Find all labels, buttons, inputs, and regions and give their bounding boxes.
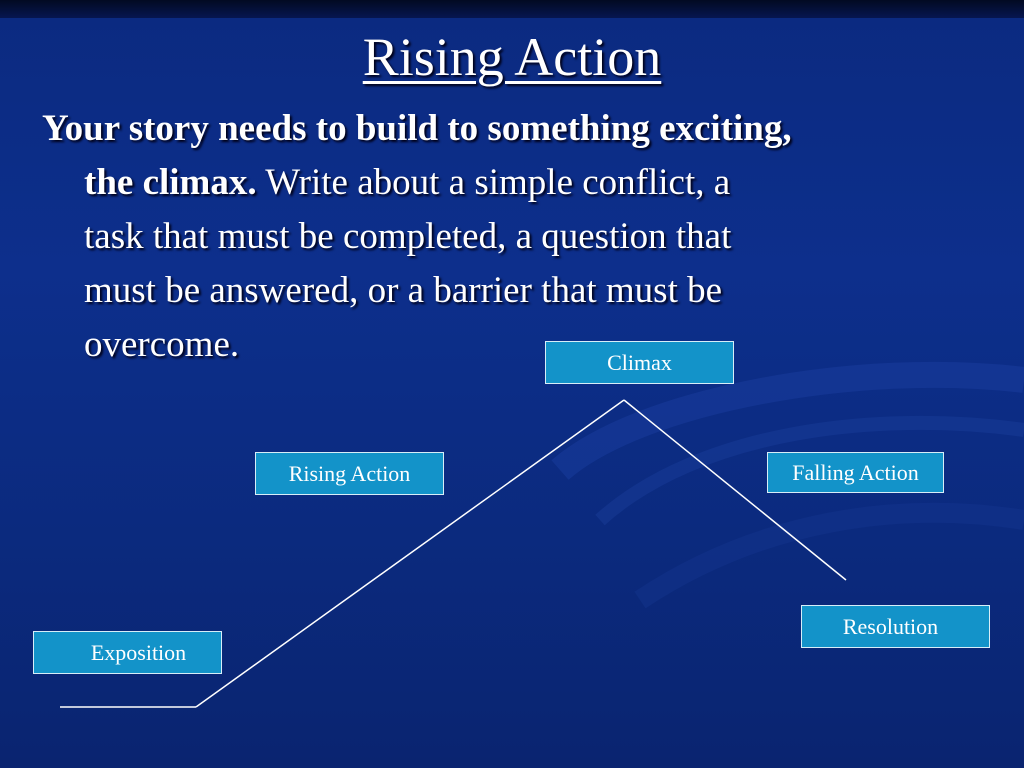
box-climax: Climax [545,341,734,384]
body-rest-1: Write about a simple conflict, a [256,162,731,203]
body-line-5: overcome. [84,324,240,365]
label-climax: Climax [607,349,672,375]
top-bar [0,0,1024,18]
body-line-2: the climax. Write about a simple conflic… [42,156,992,210]
body-lead-cont: the climax. [84,162,257,203]
box-exposition: Exposition [33,631,222,674]
label-exposition: Exposition [90,639,187,665]
body-line-4: must be answered, or a barrier that must… [84,270,723,311]
label-rising-action: Rising Action [288,460,411,486]
body-lead: Your story needs to build to something e… [42,108,792,149]
box-resolution: Resolution [801,605,990,648]
plot-line-rising [195,399,625,708]
label-resolution: Resolution [842,613,939,639]
slide-title: Rising Action [362,27,662,87]
body-line-3: task that must be completed, a question … [84,216,732,257]
box-rising-action: Rising Action [255,452,444,495]
slide-body: Your story needs to build to something e… [42,102,992,372]
label-falling-action: Falling Action [792,459,919,485]
box-falling-action: Falling Action [767,452,944,493]
